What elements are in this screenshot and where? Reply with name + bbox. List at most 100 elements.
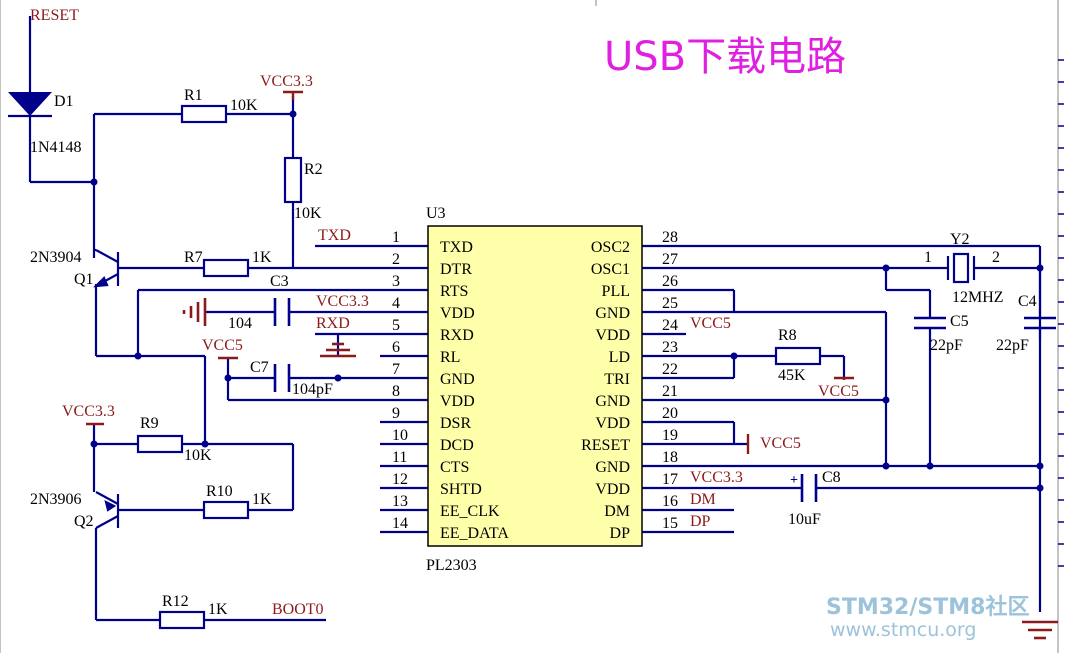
power-symbols <box>86 90 854 454</box>
u3-pin-number: 9 <box>392 405 400 422</box>
u3-pin-number: 19 <box>662 427 678 444</box>
c5-value: 22pF <box>930 337 963 354</box>
u3-pin-number: 13 <box>392 493 408 510</box>
u3-pin-number: 11 <box>392 449 407 466</box>
wires <box>28 16 1042 622</box>
resistor-r1 <box>180 104 228 124</box>
net-label-vcc33-pin17: VCC3.3 <box>690 469 743 486</box>
transistor-q1 <box>93 248 120 288</box>
u3-pin-name: RL <box>440 349 460 366</box>
u3-pin-name: TXD <box>440 239 473 256</box>
u3-pin-name: DTR <box>440 261 472 278</box>
u3-pin-name: OSC1 <box>591 261 630 278</box>
u3-pin-number: 18 <box>662 449 678 466</box>
capacitors <box>273 298 1056 502</box>
watermark-url: www.stmcu.org <box>830 619 976 641</box>
c8-polarity-mark: + <box>790 473 798 488</box>
u3-pin-number: 8 <box>392 383 400 400</box>
u3-pin-name: GND <box>440 371 475 388</box>
net-label-reset: RESET <box>30 7 79 24</box>
net-label-dm: DM <box>690 491 716 508</box>
u3-pin-number: 2 <box>392 251 400 268</box>
u3-pin-name: PLL <box>602 283 630 300</box>
c3-value: 104 <box>228 315 252 332</box>
u3-pin-name: LD <box>609 349 630 366</box>
r12-ref: R12 <box>162 593 189 610</box>
u3-pin-number: 1 <box>392 229 400 246</box>
u3-ref: U3 <box>426 205 446 222</box>
u3-pin-number: 5 <box>392 317 400 334</box>
net-label-vcc33-r9: VCC3.3 <box>62 403 115 420</box>
resistor-r8 <box>774 346 822 366</box>
capacitor-c7 <box>273 364 291 392</box>
u3-pin-name: VDD <box>440 305 475 322</box>
c4-value: 22pF <box>996 337 1029 354</box>
net-label-vcc33-pin4: VCC3.3 <box>316 293 369 310</box>
u3-pin-name: VDD <box>595 415 630 432</box>
u3-pin-name: VDD <box>440 393 475 410</box>
d1-ref: D1 <box>54 93 74 110</box>
c5-ref: C5 <box>950 313 969 330</box>
c7-ref: C7 <box>250 359 269 376</box>
r12-value: 1K <box>208 601 228 618</box>
u3-pin-name: OSC2 <box>591 239 630 256</box>
capacitor-c8 <box>800 474 818 502</box>
u3-pin-name: RESET <box>581 437 630 454</box>
q2-ref: Q2 <box>74 513 94 530</box>
u3-pin-number: 4 <box>392 295 400 312</box>
u3-pin-number: 27 <box>662 251 678 268</box>
r1-value: 10K <box>230 97 258 114</box>
net-label-vcc5-reset: VCC5 <box>760 435 801 452</box>
resistor-r7 <box>202 258 250 278</box>
d1-value: 1N4148 <box>30 139 82 156</box>
u3-value: PL2303 <box>426 557 477 574</box>
c8-value: 10uF <box>788 511 821 528</box>
u3-right-pins: OSC228OSC127PLL26GND25VDD24LD23TRI22GND2… <box>581 229 678 542</box>
resistor-r9 <box>136 434 184 454</box>
capacitor-c5 <box>914 316 946 330</box>
capacitor-c3 <box>273 298 291 326</box>
u3-pin-number: 24 <box>662 317 678 334</box>
y2-pin1: 1 <box>924 249 932 266</box>
edge-ticks <box>1058 59 1064 567</box>
u3-pin-name: DSR <box>440 415 471 432</box>
u3-pin-name: GND <box>595 459 630 476</box>
diode-d1 <box>8 92 52 118</box>
u3-pin-number: 20 <box>662 405 678 422</box>
r7-ref: R7 <box>184 249 203 266</box>
r8-ref: R8 <box>778 327 797 344</box>
junction-dots <box>90 110 1044 492</box>
c4-ref: C4 <box>1018 293 1037 310</box>
watermark-brand: STM32/STM8社区 <box>826 594 1029 620</box>
net-label-vcc5-c7: VCC5 <box>202 337 243 354</box>
u3-pin-number: 16 <box>662 493 678 510</box>
u3-pin-name: GND <box>595 305 630 322</box>
u3-pin-name: VDD <box>595 327 630 344</box>
u3-pin-name: SHTD <box>440 481 482 498</box>
transistor-q2 <box>95 491 120 529</box>
resistor-r12 <box>158 610 206 630</box>
y2-pin2: 2 <box>992 249 1000 266</box>
r8-value: 45K <box>778 367 806 384</box>
r10-value: 1K <box>252 491 272 508</box>
r7-value: 1K <box>252 249 272 266</box>
r10-ref: R10 <box>206 483 233 500</box>
u3-pin-name: TRI <box>604 371 630 388</box>
u3-pin-name: VDD <box>595 481 630 498</box>
ic-u3-body <box>427 225 643 547</box>
u3-pin-number: 7 <box>392 361 400 378</box>
u3-pin-name: DM <box>604 503 630 520</box>
u3-pin-name: DCD <box>440 437 474 454</box>
u3-pin-number: 21 <box>662 383 678 400</box>
u3-pin-number: 14 <box>392 515 408 532</box>
u3-pin-name: RXD <box>440 327 474 344</box>
u3-pin-name: RTS <box>440 283 468 300</box>
u3-pin-number: 23 <box>662 339 678 356</box>
u3-pin-name: GND <box>595 393 630 410</box>
c8-ref: C8 <box>822 469 841 486</box>
u3-pin-number: 12 <box>392 471 408 488</box>
u3-pin-name: DP <box>610 525 631 542</box>
q1-value: 2N3904 <box>30 249 82 266</box>
